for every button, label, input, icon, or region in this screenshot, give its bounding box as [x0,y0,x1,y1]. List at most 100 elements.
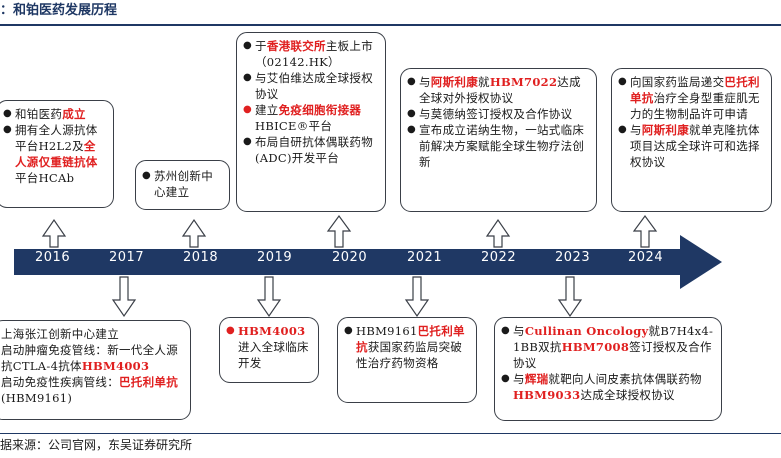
event-text: 于 [255,39,267,53]
event-text: 就单克隆抗体项目达成全球许可和选择权协议 [630,123,760,169]
event-box-2018: 苏州创新中心建立 [135,160,230,210]
event-item: 向国家药监局递交巴托利单抗治疗全身型重症肌无力的生物制品许可申请 [618,74,765,122]
up-arrow-2020 [326,214,352,248]
down-arrow-2023 [557,276,583,318]
event-item: 与艾伯维达成全球授权协议 [243,70,379,102]
event-item: HBM4003 进入全球临床开发 [226,323,312,371]
highlight-text: 阿斯利康 [430,75,479,89]
event-item: 上海张江创新中心建立 [1,326,184,342]
event-text: 与 [419,75,431,89]
event-item: 苏州创新中心建立 [142,168,223,200]
event-text: 就靶向人间皮素抗体偶联药物 [548,372,702,386]
event-text: 治疗全身型重症肌无力的生物制品许可申请 [630,91,760,121]
event-text: 与艾伯维达成全球授权协议 [255,71,373,101]
highlight-text: 辉瑞 [524,372,549,386]
highlight-text: HBM4003 [238,324,306,338]
up-arrow-2024 [632,214,658,248]
year-label: 2016 [35,250,71,265]
event-text: 达成全球授权协议 [580,388,675,402]
event-item: 布局自研抗体偶联药物(ADC)开发平台 [243,134,379,166]
up-arrow-2016 [41,218,67,248]
event-box-2017: 上海张江创新中心建立启动肿瘤免疫管线：新一代全人源抗CTLA-4抗体HBM400… [0,320,191,420]
year-label: 2022 [481,250,517,265]
event-text: 与 [513,372,525,386]
event-text: 签订授权及合作协议 [513,340,712,370]
source-note: 据来源：公司官网，东吴证券研究所 [0,438,193,452]
event-item: 与莫德纳签订授权及合作协议 [407,106,590,122]
event-text: 就 [478,75,490,89]
highlight-text: 免疫细胞衔接器 [278,103,362,117]
event-text: 上海张江创新中心建立 [1,327,119,341]
highlight-text: 全人源仅重链抗体 [15,139,98,169]
highlight-text: 巴托利单抗 [356,324,465,354]
highlight-text: 阿斯利康 [641,123,690,137]
event-box-2016: 和铂医药成立拥有全人源抗体平台H2L2及全人源仅重链抗体平台HCAb [0,100,114,208]
year-label: 2018 [183,250,219,265]
year-label: 2024 [628,250,664,265]
event-item: 于香港联交所主板上市（02142.HK） [243,38,379,70]
event-text: 向国家药监局递交 [630,75,725,89]
event-text: 平台HCAb [15,171,75,185]
top-rule [0,24,781,26]
event-item: 与Cullinan Oncology就B7H4x4-1BB双抗HBM7008签订… [501,323,715,371]
year-label: 2021 [407,250,443,265]
up-arrow-2018 [181,218,207,248]
event-text: 苏州创新中心建立 [154,169,213,199]
down-arrow-2017 [111,276,137,318]
event-item: 与阿斯利康就HBM7022达成全球对外授权协议 [407,74,590,106]
event-text: 与莫德纳签订授权及合作协议 [419,107,573,121]
highlight-text: HBM7008 [561,340,630,354]
highlight-text: 香港联交所 [266,39,326,53]
highlight-text: 巴托利单抗 [630,75,760,105]
event-text: 和铂医药 [15,107,63,121]
event-text: 与 [630,123,642,137]
event-text: 拥有全人源抗体平台H2L2及 [15,123,98,153]
highlight-text: 成立 [62,107,86,121]
figure-title: ：和铂医药发展历程 [0,3,118,18]
year-label: 2023 [555,250,591,265]
event-box-2020: 于香港联交所主板上市（02142.HK）与艾伯维达成全球授权协议建立免疫细胞衔接… [236,32,386,212]
event-item: 启动肿瘤免疫管线：新一代全人源抗CTLA-4抗体HBM4003 [1,342,184,374]
highlight-text: HBM4003 [81,359,150,373]
event-text: 建立 [255,103,279,117]
event-text: 启动肿瘤免疫管线：新一代全人源抗CTLA-4抗体 [1,343,178,373]
event-text: 就B7H4x4-1BB双抗 [513,324,714,354]
event-text: 获国家药监局突破性治疗药物资格 [356,340,463,370]
year-label: 2019 [257,250,293,265]
down-arrow-2021 [404,276,430,318]
event-item: HBM9161巴托利单抗获国家药监局突破性治疗药物资格 [344,323,470,371]
event-text: HBICE®平台 [255,119,333,133]
highlight-text: HBM7022 [489,75,558,89]
event-item: 拥有全人源抗体平台H2L2及全人源仅重链抗体平台HCAb [3,122,107,186]
timeline-arrow [14,235,722,289]
event-item: 和铂医药成立 [3,106,107,122]
event-item: 与辉瑞就靶向人间皮素抗体偶联药物 HBM9033达成全球授权协议 [501,371,715,403]
event-item: 启动免疫性疾病管线：巴托利单抗 (HBM9161) [1,374,184,406]
up-arrow-2022 [485,218,511,248]
event-text: 与 [513,324,525,338]
event-box-2021: HBM9161巴托利单抗获国家药监局突破性治疗药物资格 [337,317,477,403]
event-text: 宣布成立诺纳生物，一站式临床前解决方案赋能全球生物疗法创新 [419,123,585,169]
event-text: 启动免疫性疾病管线： [1,375,119,389]
event-box-2023: 与Cullinan Oncology就B7H4x4-1BB双抗HBM7008签订… [494,317,722,421]
event-item: 与阿斯利康就单克隆抗体项目达成全球许可和选择权协议 [618,122,765,170]
down-arrow-2019 [256,276,282,318]
event-text: 布局自研抗体偶联药物(ADC)开发平台 [255,135,373,165]
highlight-text: 巴托利单抗 [119,375,178,389]
bottom-rule [0,433,781,434]
event-box-2024: 向国家药监局递交巴托利单抗治疗全身型重症肌无力的生物制品许可申请与阿斯利康就单克… [611,68,772,212]
event-text: HBM9161 [356,324,418,338]
event-text: 进入全球临床开发 [238,340,309,370]
event-text: (HBM9161) [1,391,73,405]
year-label: 2020 [332,250,368,265]
highlight-text: HBM9033 [513,388,581,402]
event-text: 达成全球对外授权协议 [419,75,581,105]
highlight-text: Cullinan Oncology [524,324,649,338]
event-item: 宣布成立诺纳生物，一站式临床前解决方案赋能全球生物疗法创新 [407,122,590,170]
event-box-2022: 与阿斯利康就HBM7022达成全球对外授权协议与莫德纳签订授权及合作协议宣布成立… [400,68,597,212]
event-text: 主板上市（02142.HK） [255,39,374,69]
event-item: 建立免疫细胞衔接器 HBICE®平台 [243,102,379,134]
event-box-2019: HBM4003 进入全球临床开发 [219,317,319,383]
year-label: 2017 [109,250,145,265]
